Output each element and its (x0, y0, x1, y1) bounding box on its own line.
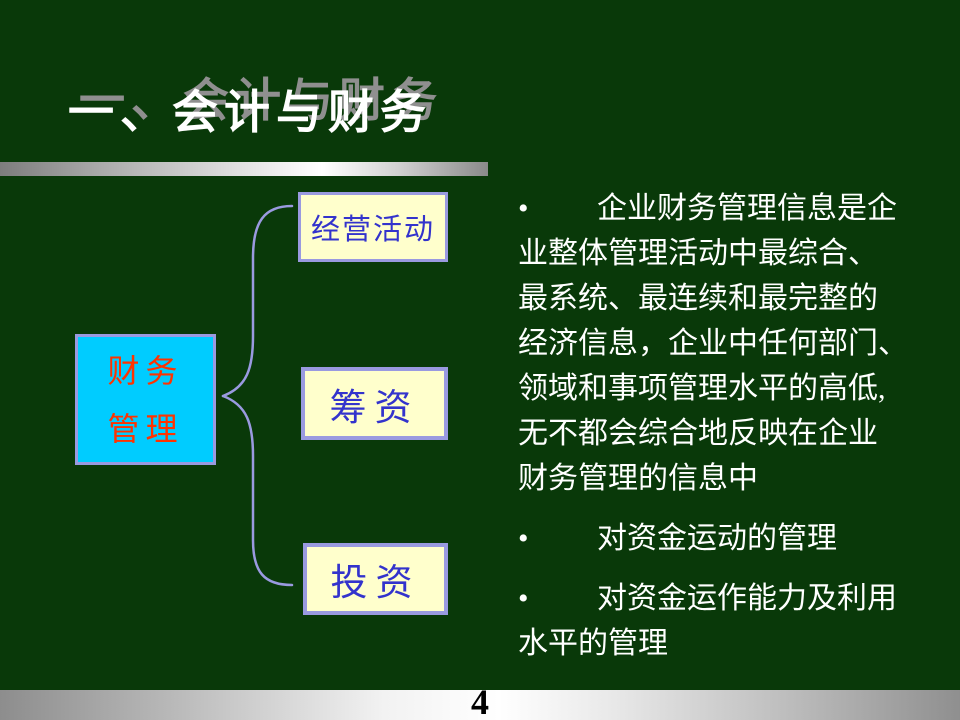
bullet-paragraph-1: • 企业财务管理信息是企 业整体管理活动中最综合、 最系统、最连续和最完整的 经济… (518, 186, 920, 501)
body-line: • 企业财务管理信息是企 (518, 186, 920, 231)
diagram-box-operating-activities: 经营活动 (298, 192, 448, 262)
body-line: 业整体管理活动中最综合、 (518, 237, 878, 270)
body-line: 经济信息，企业中任何部门、 (518, 327, 908, 360)
body-line-text: 对资金运动的管理 (597, 522, 837, 555)
diagram-box-financing: 筹资 (301, 367, 448, 440)
bullet-marker: • (518, 192, 529, 225)
body-line-text: 企业财务管理信息是企 (597, 192, 897, 225)
bullet-text-block: • 企业财务管理信息是企 业整体管理活动中最综合、 最系统、最连续和最完整的 经济… (518, 186, 920, 681)
body-line-text: 对资金运作能力及利用 (597, 582, 897, 615)
bullet-marker: • (518, 582, 529, 615)
body-line: • 对资金运动的管理 (518, 516, 920, 561)
diagram-box-investment: 投资 (303, 543, 448, 615)
title-underline-bar (0, 162, 488, 176)
body-line: • 对资金运作能力及利用 (518, 576, 920, 621)
body-line: 领域和事项管理水平的高低, (518, 372, 886, 405)
body-line: 财务管理的信息中 (518, 462, 758, 495)
page-number: 4 (471, 682, 489, 720)
bullet-paragraph-3: • 对资金运作能力及利用 水平的管理 (518, 576, 920, 666)
slide-title: 一、会计与财务 (68, 86, 432, 138)
body-line: 无不都会综合地反映在企业 (518, 417, 878, 450)
body-line: 水平的管理 (518, 627, 668, 660)
footer-gradient-bar (0, 690, 960, 720)
bullet-paragraph-2: • 对资金运动的管理 (518, 516, 920, 561)
body-line: 最系统、最连续和最完整的 (518, 282, 878, 315)
bullet-marker: • (518, 522, 529, 555)
finance-box-line2: 管理 (107, 410, 184, 447)
finance-box-line1: 财务 (107, 352, 184, 389)
diagram-box-finance-management: 财务 管理 (75, 334, 216, 465)
